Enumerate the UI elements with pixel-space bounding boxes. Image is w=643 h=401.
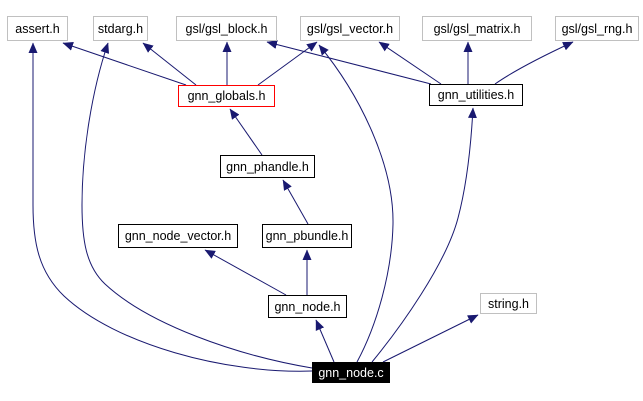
edge-gnn_utilities-to-gsl_block <box>266 40 432 85</box>
edge-gnn_node_c-to-string <box>382 314 479 363</box>
node-gnn-node-c[interactable]: gnn_node.c <box>312 362 390 383</box>
node-gnn-node-vector-h[interactable]: gnn_node_vector.h <box>118 224 238 248</box>
edge-gnn_globals-to-assert <box>62 41 187 86</box>
node-gsl-gsl-vector-h[interactable]: gsl/gsl_vector.h <box>300 16 400 41</box>
edge-gnn_node_c-to-stdarg <box>81 42 313 369</box>
edge-gnn_node_c-to-gsl_vector <box>318 44 394 363</box>
node-gnn-node-h[interactable]: gnn_node.h <box>268 295 347 318</box>
node-gsl-gsl-matrix-h[interactable]: gsl/gsl_matrix.h <box>422 16 532 41</box>
node-gsl-gsl-block-h[interactable]: gsl/gsl_block.h <box>176 16 277 41</box>
edge-gnn_phandle-to-gnn_globals <box>229 108 263 156</box>
node-gnn-phandle-h[interactable]: gnn_phandle.h <box>220 155 315 178</box>
edge-gnn_node_c-to-gnn_utilities <box>371 107 477 363</box>
node-gsl-gsl-rng-h[interactable]: gsl/gsl_rng.h <box>555 16 639 41</box>
node-string-h[interactable]: string.h <box>480 293 537 314</box>
node-assert-h[interactable]: assert.h <box>7 16 68 41</box>
edge-gnn_node_h-to-gnn_node_vector <box>204 249 287 296</box>
node-gnn-utilities-h[interactable]: gnn_utilities.h <box>429 84 523 106</box>
edge-gnn_utilities-to-gsl_vector <box>378 41 442 85</box>
edge-gnn_globals-to-stdarg <box>142 42 197 86</box>
edge-gnn_node_c-to-gnn_node_h <box>315 319 335 363</box>
edge-gnn_node_c-to-assert <box>28 42 313 372</box>
edge-gnn_pbundle-to-gnn_phandle <box>282 179 309 225</box>
node-gnn-globals-h[interactable]: gnn_globals.h <box>178 85 275 107</box>
edge-gnn_globals-to-gsl_vector <box>257 41 318 86</box>
node-gnn-pbundle-h[interactable]: gnn_pbundle.h <box>262 224 352 248</box>
edge-gnn_utilities-to-gsl_rng <box>494 41 574 85</box>
node-stdarg-h[interactable]: stdarg.h <box>93 16 148 41</box>
